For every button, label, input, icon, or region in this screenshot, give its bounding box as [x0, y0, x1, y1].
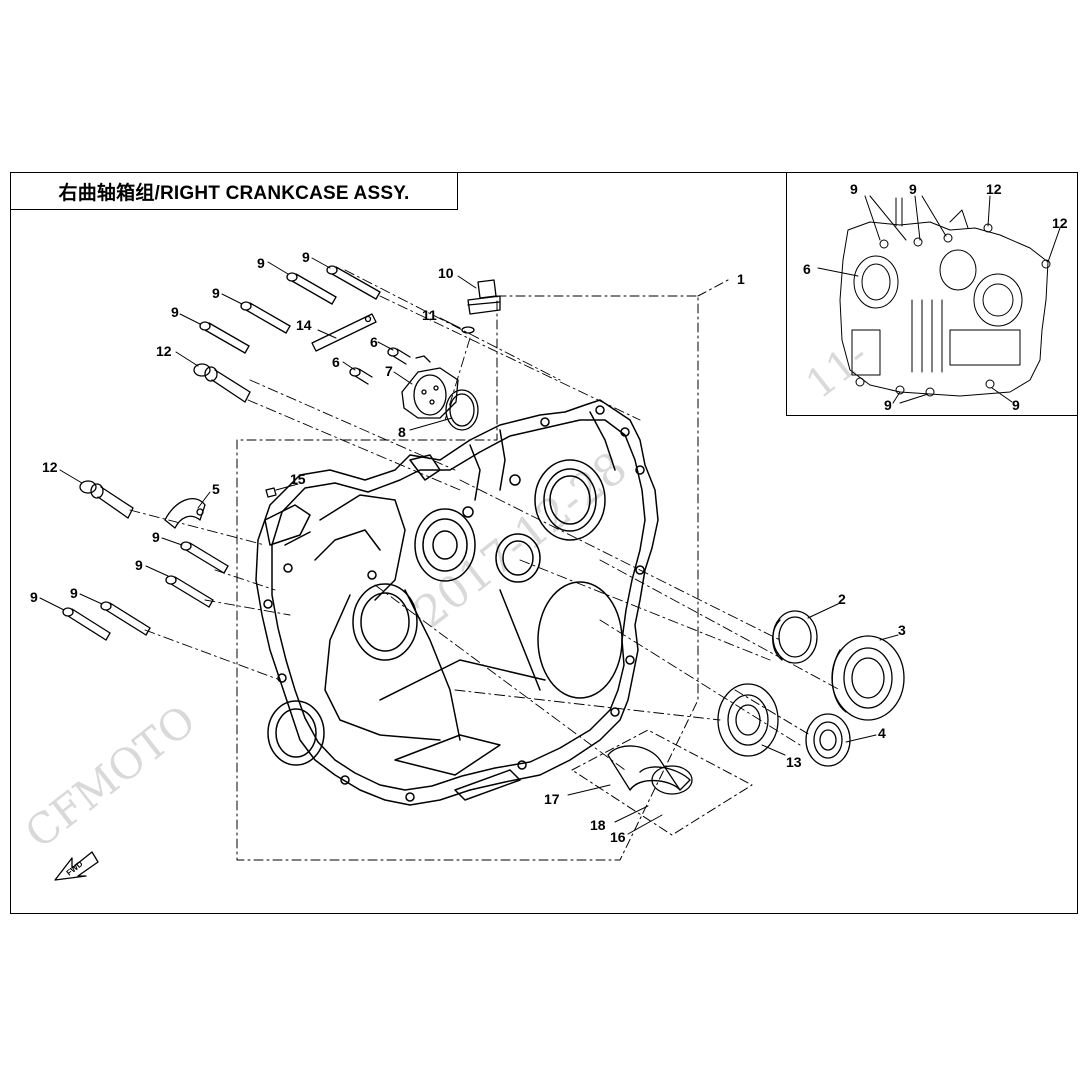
- leader-1: [697, 279, 729, 297]
- callout-6-upper: 6: [370, 334, 378, 350]
- bolt-left-3: [100, 601, 151, 636]
- watermark-brand: CFMOTO: [16, 695, 205, 857]
- clamp-part: [164, 498, 206, 529]
- callout-leaders: [39, 257, 899, 835]
- callout-9-g: 9: [70, 585, 78, 601]
- page-title: 右曲轴箱组/RIGHT CRANKCASE ASSY.: [58, 182, 410, 204]
- inset-callout-9-b: 9: [909, 181, 917, 197]
- assembly-group-outlines: [236, 279, 811, 861]
- oil-seal: [772, 610, 818, 664]
- callout-7: 7: [385, 363, 393, 379]
- callout-10: 10: [438, 265, 454, 281]
- crankcase-body: [255, 399, 659, 806]
- callout-9-b: 9: [302, 249, 310, 265]
- flange-bolts: [62, 265, 411, 641]
- callout-9-e: 9: [152, 529, 160, 545]
- callout-9-d: 9: [171, 304, 179, 320]
- bearing-mid: [717, 683, 779, 757]
- callout-1: 1: [737, 271, 745, 287]
- callout-15: 15: [290, 471, 306, 487]
- drawing-frame: [10, 172, 1078, 914]
- bolt-left-2: [165, 575, 214, 608]
- cover-and-gasket: [401, 355, 479, 431]
- callout-8: 8: [398, 424, 406, 440]
- watermark-inset-date: 11-: [798, 332, 877, 408]
- callout-12-lower: 12: [42, 459, 58, 475]
- bolt-upper-1: [326, 265, 381, 300]
- bolt-upper-3: [240, 301, 291, 334]
- inset-crankcase-view: [817, 195, 1061, 404]
- bushing-halves: [607, 745, 693, 795]
- forward-arrow-icon: [54, 851, 99, 881]
- inset-callout-12-a: 12: [986, 181, 1002, 197]
- bolt-long-12-lower: [79, 480, 134, 519]
- callout-12-upper: 12: [156, 343, 172, 359]
- callout-3: 3: [898, 622, 906, 638]
- bolt-long-12-upper: [193, 363, 251, 403]
- assembly-centerlines: [129, 269, 841, 771]
- bolt-short-6-upper: [387, 347, 411, 365]
- bearing-group-link: [734, 689, 811, 736]
- dowel-pin: [265, 487, 277, 498]
- inset-callout-9-a: 9: [850, 181, 858, 197]
- callout-9-c: 9: [212, 285, 220, 301]
- bolt-short-6-lower: [349, 367, 373, 385]
- bolt-upper-2: [286, 272, 337, 305]
- fwd-label: FWD: [65, 859, 85, 877]
- bolt-left-1: [180, 541, 229, 574]
- callout-13: 13: [786, 754, 802, 770]
- callout-11: 11: [422, 307, 437, 323]
- bushing-group-outline: [571, 729, 753, 836]
- callout-5: 5: [212, 481, 220, 497]
- callout-labels: 1 2 3 4 5 6 6 7 8 9 9 9 9 9 9 9 9 10 11 …: [30, 181, 1068, 845]
- bearing-small: [805, 713, 851, 767]
- callout-4: 4: [878, 725, 886, 741]
- callout-16: 16: [610, 829, 626, 845]
- callout-18: 18: [590, 817, 606, 833]
- watermark-date: 2017-12-28: [405, 442, 636, 638]
- callout-6-lower: 6: [332, 354, 340, 370]
- title-box: 右曲轴箱组/RIGHT CRANKCASE ASSY.: [10, 172, 458, 210]
- main-assembly-outline: [236, 295, 699, 861]
- callout-9-h: 9: [30, 589, 38, 605]
- callout-9-a: 9: [257, 255, 265, 271]
- bolt-upper-4: [199, 321, 250, 354]
- inset-callout-6: 6: [803, 261, 811, 277]
- inset-callout-12-b: 12: [1052, 215, 1068, 231]
- callout-17: 17: [544, 791, 560, 807]
- inset-view-frame: [786, 172, 1078, 416]
- bolt-left-4: [62, 607, 111, 641]
- sensor-part: [461, 279, 501, 334]
- inset-callout-9-c: 9: [884, 397, 892, 413]
- bracket-plate: [311, 313, 377, 352]
- bearing-large: [831, 635, 905, 721]
- callout-14: 14: [296, 317, 312, 333]
- callout-2: 2: [838, 591, 846, 607]
- inset-callout-9-d: 9: [1012, 397, 1020, 413]
- callout-9-f: 9: [135, 557, 143, 573]
